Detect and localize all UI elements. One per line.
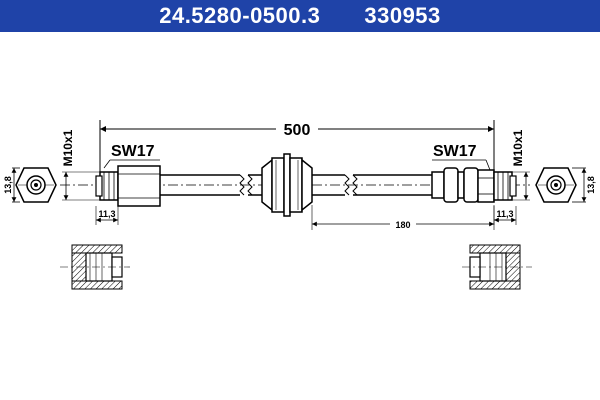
title-banner: 24.5280-0500.3 330953 [0, 0, 600, 32]
left-spanner-label: SW17 [111, 143, 155, 160]
right-section-detail [462, 244, 532, 290]
part-number: 24.5280-0500.3 [159, 3, 321, 28]
right-fitting: SW17 M10x1 11,3 [431, 129, 530, 225]
hose-left-segment [160, 174, 262, 196]
right-thread-label: M10x1 [511, 129, 525, 166]
technical-drawing: 500 13,8 13,8 M10x1 [3, 119, 596, 290]
segment-length-dimension: 180 [311, 205, 495, 230]
right-spanner-label: SW17 [433, 143, 477, 160]
left-hex-size-label: 13,8 [3, 176, 13, 194]
right-fitting-length-label: 11,3 [496, 209, 513, 219]
left-fitting: M10x1 SW17 11,3 [61, 129, 161, 225]
segment-length-label: 180 [395, 220, 410, 230]
left-thread-label: M10x1 [61, 129, 75, 166]
reference-number: 330953 [364, 3, 441, 28]
overall-length-dimension: 500 [99, 119, 495, 175]
hose-right-segment [312, 174, 432, 196]
overall-length-label: 500 [284, 122, 311, 139]
right-end-view: 13,8 [535, 167, 596, 203]
hose-bracket [261, 153, 313, 217]
left-end-view: 13,8 [3, 167, 57, 203]
right-hex-size-label: 13,8 [586, 176, 596, 194]
left-section-detail [60, 244, 130, 290]
left-fitting-length-label: 11,3 [98, 209, 115, 219]
